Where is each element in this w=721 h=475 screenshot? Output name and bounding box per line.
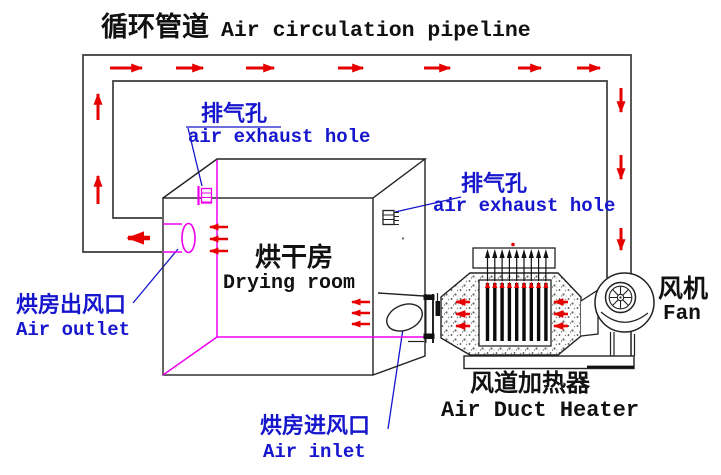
air-outlet-label-zh: 烘房出风口 xyxy=(16,293,127,318)
drying-room-box xyxy=(162,158,428,376)
flange-bolt-icon xyxy=(435,301,440,316)
vent-grille-icon xyxy=(197,186,213,205)
fan-label-zh: 风机 xyxy=(658,274,709,303)
heater-terminal-box xyxy=(472,247,556,269)
heater-label-en: Air Duct Heater xyxy=(441,398,640,423)
label-leader-lines xyxy=(132,126,462,430)
title-zh: 循环管道 xyxy=(101,12,209,43)
stray-mark xyxy=(401,237,405,240)
fan-assembly xyxy=(463,272,655,370)
air-inlet-assembly xyxy=(386,293,440,343)
circulation-pipeline-duct xyxy=(82,54,632,356)
air-inlet-label-en: Air inlet xyxy=(263,441,366,463)
title-en: Air circulation pipeline xyxy=(221,19,531,43)
drying-room-label-zh: 烘干房 xyxy=(255,243,334,273)
heater-flow-arrows xyxy=(454,298,568,330)
vent-grille-icon xyxy=(382,209,399,226)
diagram-title: 循环管道 Air circulation pipeline xyxy=(101,14,531,43)
air-duct-heater xyxy=(440,242,582,356)
air-outlet-pipe xyxy=(163,222,196,254)
impeller-icon xyxy=(604,281,637,314)
air-inlet-label-zh: 烘房进风口 xyxy=(260,414,371,439)
exhaust-hole-left-label-en: air exhaust hole xyxy=(188,126,371,148)
heater-label-zh: 风道加热器 xyxy=(470,369,590,397)
air-outlet-label-en: Air outlet xyxy=(16,319,131,341)
exhaust-hole-left-label-zh: 排气孔 xyxy=(201,102,268,127)
air-inlet-opening xyxy=(386,303,423,332)
exhaust-hole-right-label-zh: 排气孔 xyxy=(461,172,528,197)
pipeline-flow-arrows xyxy=(93,63,626,252)
drying-room-label-en: Drying room xyxy=(223,272,356,295)
room-hidden-edges xyxy=(162,160,429,376)
exhaust-hole-right-label-en: air exhaust hole xyxy=(433,195,616,217)
fan-label-en: Fan xyxy=(663,303,701,326)
fan-legs xyxy=(609,332,636,356)
heater-indicator-dot xyxy=(511,242,515,247)
base-plate xyxy=(463,355,635,370)
room-air-arrows xyxy=(209,223,370,328)
heating-element-icon xyxy=(484,247,551,343)
